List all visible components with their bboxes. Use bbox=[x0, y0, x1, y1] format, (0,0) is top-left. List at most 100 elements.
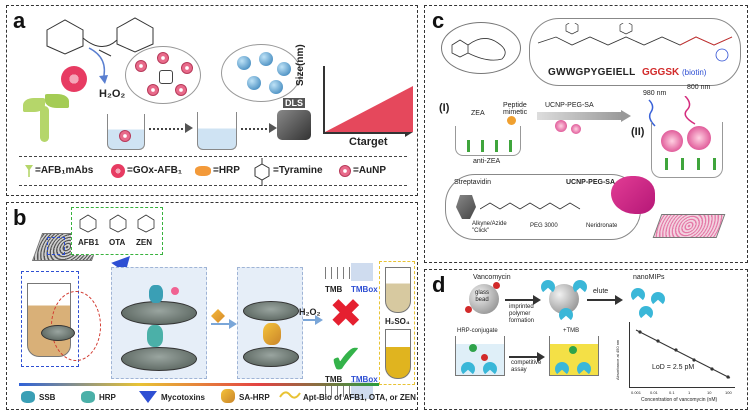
ssb-disk-bottom bbox=[121, 347, 197, 371]
mycotoxin-legend-icon bbox=[139, 391, 157, 403]
blue-np-icon bbox=[277, 62, 291, 76]
alkyne-azide-label: Alkyne/Azide "Click" bbox=[472, 221, 507, 234]
panel-d-label: d bbox=[432, 272, 446, 297]
calibration-plot: LoD = 2.5 pM bbox=[629, 322, 735, 388]
toxin-ota: OTA bbox=[109, 238, 126, 247]
well-cup-2 bbox=[651, 122, 723, 178]
antibody-icon bbox=[495, 140, 498, 152]
panel-a-legend: =AFB₁mAbs =GOx-AFB₁ =HRP =Tyramine =AuNP bbox=[19, 156, 407, 186]
tube-negative bbox=[385, 267, 411, 313]
vancomycin-dot-icon bbox=[465, 306, 472, 313]
glucose-structures bbox=[46, 17, 154, 57]
h2o2-label-b: H₂O₂ bbox=[299, 307, 321, 317]
peptide-structure-drawing bbox=[537, 23, 733, 62]
antibody-icon bbox=[467, 140, 470, 152]
legend-sa-hrp: SA-HRP bbox=[239, 393, 270, 402]
arrow-line bbox=[587, 299, 617, 301]
antibody-icon bbox=[481, 140, 484, 152]
xtick: 1 bbox=[688, 390, 691, 395]
toxin-zen: ZEN bbox=[136, 238, 152, 247]
arrowhead-icon bbox=[269, 123, 277, 133]
beaker-2 bbox=[197, 112, 237, 150]
legend-tyramine: =Tyramine bbox=[273, 165, 323, 176]
biotin-label: (biotin) bbox=[682, 68, 707, 77]
beaker-1 bbox=[107, 114, 145, 150]
nanomip-icon bbox=[555, 362, 569, 376]
detection-disk-bottom bbox=[243, 347, 299, 367]
ssb-disk-top bbox=[121, 301, 197, 325]
check-icon: ✔ bbox=[329, 337, 363, 383]
legend-hrp-b: HRP bbox=[99, 393, 116, 402]
legend-gox-afb1: =GOx-AFB₁ bbox=[127, 165, 182, 176]
ssb-legend-icon bbox=[21, 391, 35, 403]
legend-aunp: =AuNP bbox=[353, 165, 387, 176]
nanomip-icon bbox=[631, 288, 645, 302]
glass-bead bbox=[469, 284, 499, 314]
xaxis-arrow-icon bbox=[405, 127, 413, 137]
h2o2-label: H₂O₂ bbox=[99, 88, 126, 100]
mip-shape-icon bbox=[559, 308, 573, 322]
xtick: 0.1 bbox=[669, 390, 675, 395]
aunp-icon bbox=[147, 84, 159, 96]
hrp-mark-icon bbox=[171, 287, 179, 295]
zea-label: ZEA bbox=[471, 110, 485, 117]
sa-hrp-legend-icon bbox=[221, 389, 235, 403]
ucnp-icon bbox=[571, 124, 581, 134]
step-2-label: (II) bbox=[631, 126, 645, 138]
blue-np-icon bbox=[237, 56, 251, 70]
legend-hrp: =HRP bbox=[213, 165, 240, 176]
blue-np-icon bbox=[247, 76, 261, 90]
arrowhead-icon bbox=[537, 352, 545, 362]
tmb-label-bottom: TMB bbox=[325, 375, 343, 384]
peg-linker-drawing bbox=[480, 202, 581, 210]
hrp-icon bbox=[195, 166, 211, 176]
plot-a-yaxis bbox=[323, 66, 325, 132]
legend-apt-bio: Apt-Bio of AFB1, OTA, or ZEN bbox=[303, 393, 416, 402]
plot-a-xlabel: Ctarget bbox=[349, 136, 388, 148]
arrowhead-icon bbox=[621, 110, 631, 122]
wavelength-800: 800 nm bbox=[687, 84, 711, 91]
mycotoxin-structure-drawings bbox=[79, 214, 155, 233]
panel-c: c GWWGPYGEIELL GGGSK (biotin) (I) ZEA Pe… bbox=[424, 5, 748, 263]
well-highlight bbox=[47, 237, 65, 255]
plant-leaf-right bbox=[45, 94, 69, 108]
legend-mycotoxins: Mycotoxins bbox=[161, 393, 206, 402]
tmb-molecule-top bbox=[325, 267, 351, 279]
sa-hrp-icon bbox=[211, 309, 225, 323]
panel-a-label: a bbox=[13, 8, 26, 33]
vancomycin-dot-icon bbox=[481, 354, 488, 361]
legend-ssb: SSB bbox=[39, 393, 56, 402]
arrowhead-icon bbox=[315, 315, 323, 325]
ucnp-structure-box: UCNP-PEG-SA Streptavidin Alkyne/Azide "C… bbox=[445, 174, 641, 240]
aunp-icon bbox=[119, 130, 131, 142]
antibody-icon bbox=[681, 158, 684, 170]
panel-d: d Vancomycin glass bead imprinted polyme… bbox=[424, 269, 748, 410]
plot-d-xlabel: Concentration of vancomycin (nM) bbox=[641, 397, 718, 403]
competitive-assay-label: competitive assay bbox=[511, 360, 542, 373]
gox-afb1-icon bbox=[111, 164, 125, 178]
apt-bio-legend-icon bbox=[279, 391, 301, 399]
peptide-sequence-linker: GGGSK bbox=[642, 67, 680, 78]
blue-np-icon bbox=[259, 52, 273, 66]
step-1-label: (I) bbox=[439, 102, 450, 114]
peptide-dot-icon bbox=[507, 116, 516, 125]
glass-bead-label: glass bead bbox=[475, 290, 490, 303]
tmb-label-d: +TMB bbox=[563, 328, 580, 334]
panel-b: b AFB1 OTA ZEN H₂O₂ TMB TMBox ✖ ✔ bbox=[6, 202, 418, 410]
hrp-conjugate-icon bbox=[469, 344, 477, 352]
nanomip-icon bbox=[483, 362, 497, 376]
detection-disk-top bbox=[243, 301, 299, 321]
aunp-legend-icon bbox=[339, 165, 351, 177]
peptide-structure-box: GWWGPYGEIELL GGGSK (biotin) bbox=[529, 18, 741, 86]
plant-stem bbox=[40, 106, 49, 142]
mip-shape-icon bbox=[573, 280, 587, 294]
grey-arrow bbox=[537, 112, 623, 120]
xtick: 10 bbox=[707, 390, 712, 395]
tmbox-label-top: TMBox bbox=[351, 285, 378, 294]
blue-np-icon bbox=[269, 80, 283, 94]
imprint-label: imprinted polymer formation bbox=[509, 304, 535, 324]
pink-microplate bbox=[652, 214, 726, 238]
aunp-icon bbox=[157, 52, 169, 64]
wavelength-980: 980 nm bbox=[643, 90, 667, 97]
tmb-molecule-bottom bbox=[325, 385, 351, 397]
